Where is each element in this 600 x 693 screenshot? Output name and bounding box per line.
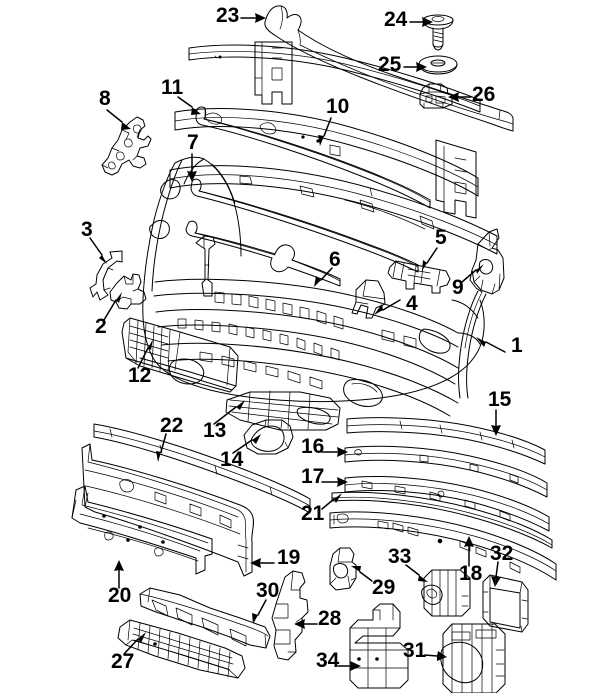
part-16-reinforcement-strip-upper	[344, 445, 548, 498]
part-9-side-support-right	[469, 228, 505, 295]
part-23-hood-edge-molding	[264, 5, 514, 132]
callout-17: 17	[301, 465, 325, 488]
callout-30: 30	[256, 579, 280, 602]
callout-5: 5	[435, 226, 447, 249]
callout-21: 21	[301, 502, 325, 525]
callout-19: 19	[277, 546, 301, 569]
callout-31: 31	[403, 639, 427, 662]
part-7-upper-molding-strip	[190, 178, 419, 273]
callout-11: 11	[161, 76, 184, 99]
part-3-clip-retainer	[89, 250, 123, 301]
part-18-impact-bar	[329, 511, 557, 581]
callout-4: 4	[406, 292, 418, 315]
part-19-bumper-reinforcement-bar	[81, 443, 254, 577]
part-13-grille-insert-center	[225, 390, 341, 431]
callout-34: 34	[316, 649, 340, 672]
part-30-lower-deflector	[139, 587, 271, 649]
part-8-mounting-bracket-left	[101, 116, 152, 176]
callout-26: 26	[472, 83, 496, 106]
part-11-upper-filler-strip	[195, 106, 431, 209]
part-22-upper-molding-bar	[93, 423, 311, 514]
callout-25: 25	[378, 53, 402, 76]
part-4-small-bracket	[351, 279, 386, 319]
callout-8: 8	[99, 87, 111, 110]
callout-18: 18	[459, 562, 483, 585]
part-20-lower-panel	[71, 485, 213, 575]
part-29-mount-bracket	[329, 547, 357, 591]
callout-29: 29	[372, 576, 396, 599]
part-33-distance-sensor	[421, 569, 471, 617]
part-5-tow-eye-bracket	[387, 260, 451, 294]
part-14-fog-lamp-bezel	[243, 419, 294, 455]
callout-33: 33	[388, 545, 412, 568]
part-12-grille-insert-left	[121, 317, 239, 393]
callout-23: 23	[216, 4, 240, 27]
part-31-control-module	[440, 623, 506, 693]
part-2-side-bracket-left	[109, 273, 147, 310]
callout-1: 1	[511, 334, 523, 357]
callout-22: 22	[160, 414, 184, 437]
part-34-sensor-bracket	[349, 603, 409, 689]
part-10-upper-reinforcement-panel	[169, 41, 498, 255]
leader-lines	[89, 13, 506, 671]
callout-3: 3	[81, 218, 93, 241]
callout-10: 10	[326, 95, 350, 118]
callout-27: 27	[111, 650, 135, 673]
part-28-side-bracket-inner	[271, 570, 309, 661]
part-21-reinforcement-strip-lower	[331, 491, 553, 549]
callout-20: 20	[108, 584, 132, 607]
part-27-lower-mesh-grille	[117, 619, 246, 679]
callout-28: 28	[318, 607, 342, 630]
callout-2: 2	[95, 315, 107, 338]
callout-14: 14	[220, 448, 244, 471]
part-15-lower-valance-molding	[346, 417, 546, 465]
callout-16: 16	[301, 435, 325, 458]
callout-32: 32	[490, 542, 514, 565]
part-25-washer	[418, 55, 458, 75]
part-26-retainer-clip	[419, 83, 453, 109]
part-32-module-mounting-frame	[482, 574, 529, 633]
part-1-bumper-cover	[142, 156, 487, 417]
callout-24: 24	[384, 8, 408, 31]
callout-7: 7	[187, 131, 199, 154]
callout-15: 15	[488, 388, 512, 411]
callout-12: 12	[128, 364, 152, 387]
callout-13: 13	[203, 419, 227, 442]
callout-9: 9	[452, 276, 464, 299]
callout-6: 6	[329, 248, 341, 271]
part-6-upper-trim-strip	[185, 220, 341, 287]
